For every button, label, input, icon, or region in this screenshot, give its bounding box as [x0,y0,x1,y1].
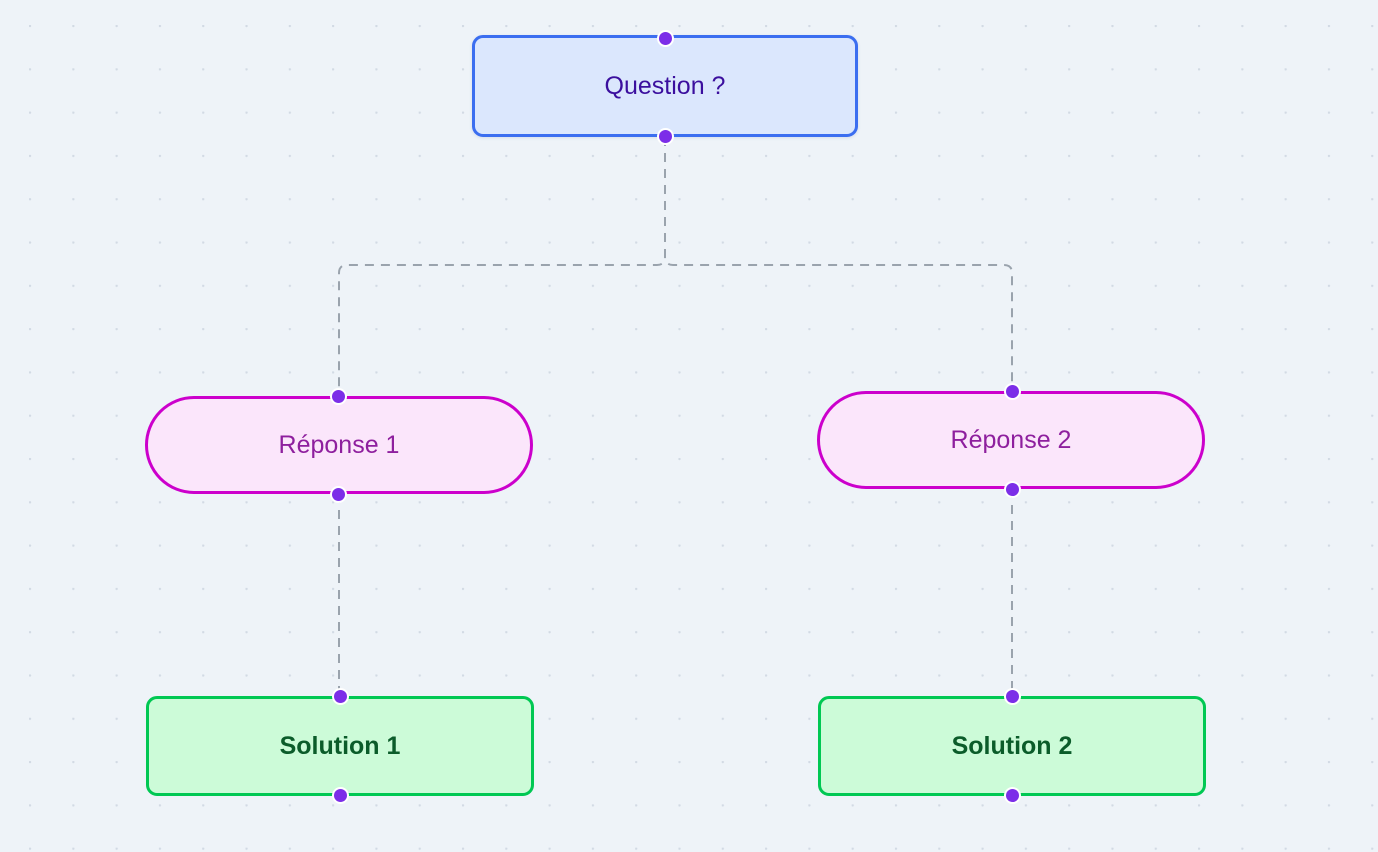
handle-solution-1-top[interactable] [331,687,349,705]
node-reponse-2[interactable]: Réponse 2 [817,391,1205,489]
node-question-label: Question ? [604,72,726,100]
handle-solution-1-bottom[interactable] [331,786,349,804]
node-solution-1[interactable]: Solution 1 [146,696,534,796]
handle-reponse-1-top[interactable] [329,387,347,405]
node-question[interactable]: Question ? [472,35,858,137]
handle-question-bottom[interactable] [656,127,674,145]
handle-question-top[interactable] [656,29,674,47]
node-reponse-1[interactable]: Réponse 1 [145,396,533,494]
node-solution-2-label: Solution 2 [951,732,1073,760]
handle-reponse-2-bottom[interactable] [1003,480,1021,498]
node-reponse-1-label: Réponse 1 [278,431,400,459]
node-reponse-2-label: Réponse 2 [950,426,1072,454]
handle-reponse-2-top[interactable] [1003,382,1021,400]
edge-question-to-reponse-1[interactable] [338,137,666,396]
handle-solution-2-top[interactable] [1003,687,1021,705]
node-solution-1-label: Solution 1 [279,732,401,760]
handle-solution-2-bottom[interactable] [1003,786,1021,804]
node-solution-2[interactable]: Solution 2 [818,696,1206,796]
edge-question-to-reponse-2[interactable] [664,137,1013,391]
handle-reponse-1-bottom[interactable] [329,485,347,503]
